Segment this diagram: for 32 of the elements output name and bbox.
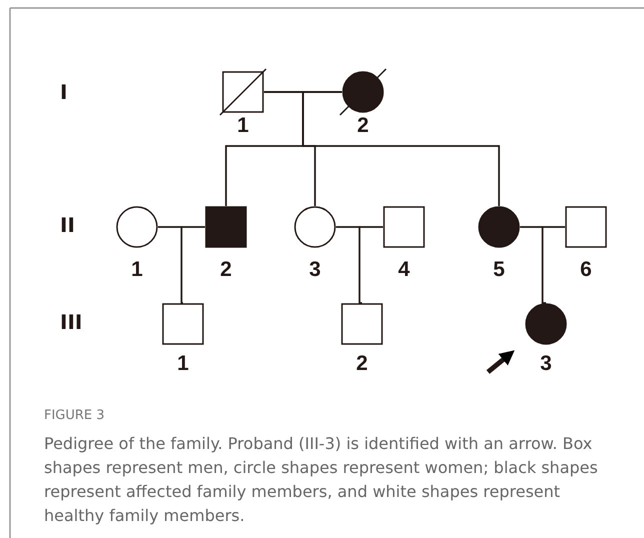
figure-caption: Pedigree of the family. Proband (III-3) is identified with an arrow. Box shapes represent men, circle shapes represent women; black shapes represent affected family members, and white shapes represent healthy family members. [44, 433, 599, 527]
individual-number: 4 [398, 258, 410, 282]
generation-label: III [60, 310, 82, 334]
individual-number: 3 [540, 352, 552, 376]
square-symbol [341, 303, 383, 345]
individual-number: 1 [131, 258, 143, 282]
individual-number: 2 [357, 114, 369, 138]
generation-label: II [60, 213, 75, 237]
pedigree-line [358, 226, 383, 304]
affected-circle-symbol [342, 71, 384, 113]
square-symbol [383, 206, 425, 248]
individual-number: 3 [309, 258, 321, 282]
affected-circle-symbol [478, 206, 520, 248]
affected-square-symbol [205, 206, 247, 248]
proband-arrow [486, 350, 515, 374]
pedigree-line [180, 226, 205, 304]
affected-circle-symbol [525, 303, 567, 345]
square-symbol [565, 206, 607, 248]
generation-label: I [60, 80, 68, 104]
individual-number: 2 [356, 352, 368, 376]
square-symbol [162, 303, 204, 345]
individual-number: 2 [220, 258, 232, 282]
pedigree-line [542, 226, 565, 304]
individual-number: 1 [177, 352, 189, 376]
circle-symbol [116, 206, 158, 248]
individual-number: 5 [493, 258, 505, 282]
figure-label: FIGURE 3 [44, 408, 105, 423]
circle-symbol [294, 206, 336, 248]
individual-number: 1 [237, 114, 249, 138]
square-symbol [222, 71, 264, 113]
individual-number: 6 [580, 258, 592, 282]
pedigree-line [302, 91, 500, 206]
